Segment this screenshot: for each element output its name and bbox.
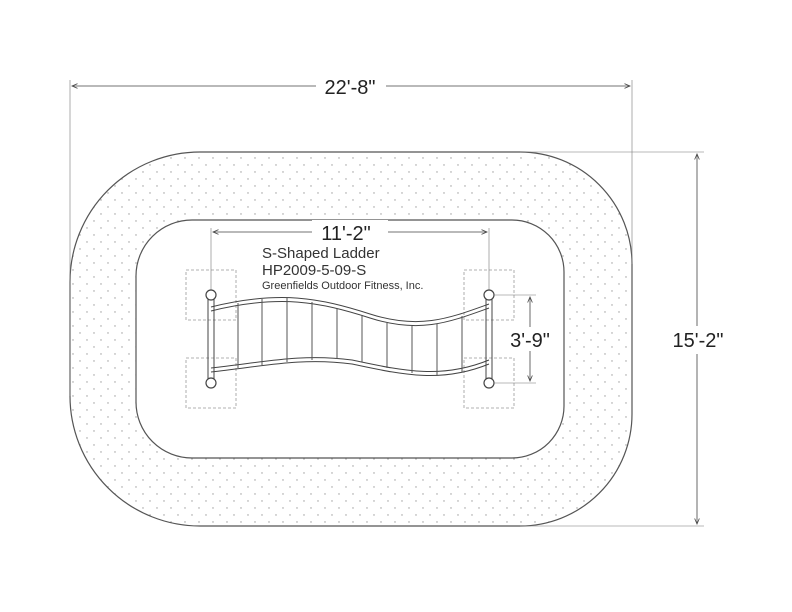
equipment-length-label: 11'-2" xyxy=(321,223,370,245)
product-name: S-Shaped Ladder xyxy=(262,245,380,262)
post-top-right xyxy=(483,289,495,301)
post-top-left xyxy=(205,289,217,301)
post-bottom-left xyxy=(205,377,217,389)
ladder-rail-bottom-inner xyxy=(210,361,490,377)
ladder-rail-bottom-outer xyxy=(210,357,490,373)
ladder-rail-top-outer xyxy=(210,297,490,323)
equipment-width-label: 3'-9" xyxy=(510,330,550,352)
safety-surface-outer xyxy=(69,151,633,527)
overall-width-label: 22'-8" xyxy=(325,77,376,99)
post-bottom-right xyxy=(483,377,495,389)
product-model: HP2009-5-09-S xyxy=(262,262,366,279)
ladder-rungs xyxy=(237,298,463,375)
ladder-rail-top-inner xyxy=(210,301,490,327)
product-company: Greenfields Outdoor Fitness, Inc. xyxy=(262,280,423,292)
footing-pad-bottom-left xyxy=(185,357,237,409)
overall-depth-label: 15'-2" xyxy=(673,330,724,352)
